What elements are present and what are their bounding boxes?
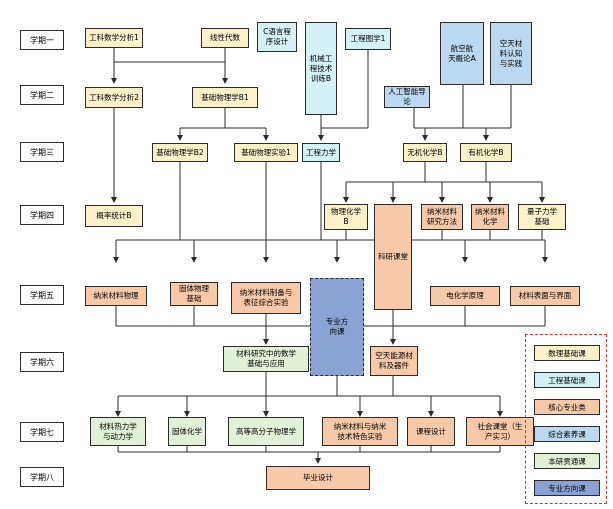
course-aerospace-intro: 航空航 天概论A — [440, 22, 484, 85]
legend-eng-foundation: 工程基础课 — [534, 372, 600, 388]
semester-label-5: 学期五 — [20, 285, 64, 305]
course-math-for-materials: 材料研究中的数学 基础与应用 — [223, 346, 309, 372]
course-eng-mechanics: 工程力学 — [302, 143, 340, 162]
semester-label-4: 学期四 — [20, 205, 64, 225]
course-research-class: 科研课堂 — [374, 204, 412, 310]
semester-label-2: 学期二 — [20, 85, 64, 105]
course-physics-b1: 基础物理学B1 — [192, 87, 258, 108]
course-probability-stats: 概率统计B — [85, 205, 143, 227]
semester-label-6: 学期六 — [20, 352, 64, 372]
course-specialization: 专业方 向课 — [310, 278, 364, 376]
legend: 数理基础课 工程基础课 核心专业类 综合素养课 本研贯通课 专业方向课 — [525, 334, 607, 504]
semester-label-8: 学期八 — [20, 467, 64, 487]
legend-math-foundation: 数理基础课 — [534, 345, 600, 361]
course-calculus-2: 工科数学分析2 — [85, 87, 143, 108]
course-electrochemistry: 电化学原理 — [430, 286, 500, 306]
course-nano-chemistry: 纳米材料 化学 — [471, 204, 509, 230]
course-mech-eng-training: 机械工 程技术 训练B — [305, 22, 337, 115]
course-calculus-1: 工科数学分析1 — [85, 28, 143, 48]
course-inorganic-chem: 无机化学B — [403, 143, 447, 162]
course-eng-drawing-1: 工程图学1 — [345, 28, 391, 50]
course-nano-research-methods: 纳米材料 研究方法 — [421, 204, 463, 230]
course-c-programming: C语言程 序设计 — [257, 22, 297, 52]
course-organic-chem: 有机化学B — [460, 143, 512, 162]
course-social-practice: 社会课堂（生 产实习） — [466, 417, 534, 446]
course-solid-chemistry: 固体化学 — [168, 417, 206, 446]
semester-label-3: 学期三 — [20, 142, 64, 162]
course-nano-physics: 纳米材料物理 — [85, 286, 147, 306]
course-surface-interface: 材料表面与界面 — [510, 286, 580, 306]
course-aerospace-energy: 空天能源材 料及器件 — [370, 346, 418, 376]
course-aerospace-materials: 空天材 料认知 与实践 — [490, 22, 532, 85]
course-course-design: 课程设计 — [407, 417, 455, 446]
course-nano-tech-lab: 纳米材料与纳米 技术特色实验 — [322, 417, 398, 446]
course-physics-b2: 基础物理学B2 — [152, 143, 208, 162]
course-thermodynamics: 材料热力学 与动力学 — [90, 417, 146, 446]
course-quantum-mechanics: 量子力学 基础 — [518, 204, 566, 230]
legend-undergrad-grad: 本研贯通课 — [534, 453, 600, 469]
semester-label-1: 学期一 — [20, 30, 64, 50]
course-graduation-project: 毕业设计 — [266, 466, 370, 490]
course-nano-prep-lab: 纳米材料制备与 表征综合实验 — [231, 282, 301, 314]
semester-label-7: 学期七 — [20, 422, 64, 442]
course-physics-lab-1: 基础物理实验1 — [234, 143, 298, 162]
course-physical-chem: 物理化学 B — [324, 204, 368, 230]
course-linear-algebra: 线性代数 — [201, 28, 249, 48]
legend-liberal: 综合素养课 — [534, 426, 600, 442]
course-ai-intro: 人工智能导 论 — [384, 86, 430, 108]
legend-core-major: 核心专业类 — [534, 399, 600, 415]
course-solid-state-physics: 固体物理 基础 — [170, 282, 218, 306]
legend-specialization: 专业方向课 — [534, 480, 600, 496]
course-polymer-physics: 高等高分子物理学 — [228, 417, 304, 446]
